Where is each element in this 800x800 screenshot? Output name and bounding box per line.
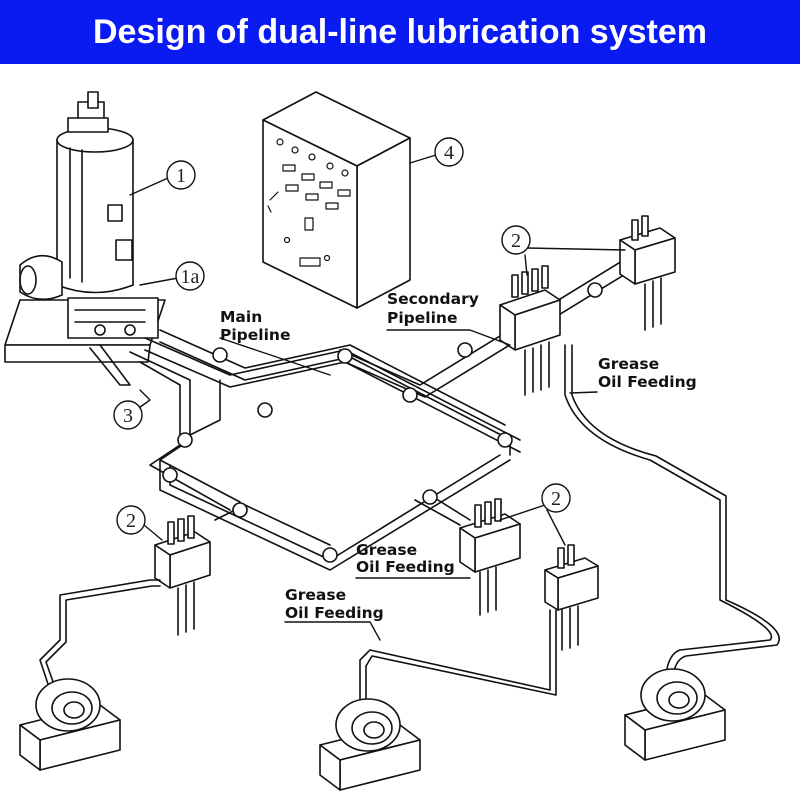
grease-lines [39, 344, 780, 701]
svg-text:Secondary: Secondary [387, 290, 479, 308]
control-cabinet [262, 91, 411, 309]
callout-circle-2-right [541, 483, 571, 513]
main-pipeline [129, 249, 646, 571]
callout-leaders [113, 137, 626, 641]
distributor-bottom-right [544, 544, 599, 651]
label-grease-feeding-left: Grease Oil Feeding [285, 586, 384, 622]
svg-text:Pipeline: Pipeline [220, 326, 290, 344]
callout-4: 4 [444, 142, 454, 164]
svg-text:Grease: Grease [285, 586, 346, 604]
bearing-right [624, 668, 726, 761]
diagram-title: Design of dual-line lubrication system [93, 12, 707, 51]
distributor-top-right-b [619, 215, 676, 331]
callout-circle-2-top [501, 225, 531, 255]
callout-2-left: 2 [126, 510, 136, 532]
distributor-bottom-middle [459, 498, 521, 616]
cabinet-indicators [267, 138, 351, 267]
svg-text:Grease: Grease [598, 355, 659, 373]
callout-circle-1a [175, 261, 205, 291]
callout-circle-4 [434, 137, 464, 167]
label-grease-feeding-middle: Grease Oil Feeding [356, 541, 455, 576]
callout-circle-1 [166, 160, 196, 190]
callout-1: 1 [176, 165, 186, 187]
svg-text:Pipeline: Pipeline [387, 309, 457, 327]
svg-text:Oil Feeding: Oil Feeding [356, 558, 455, 576]
callout-2-right: 2 [551, 488, 561, 510]
label-grease-feeding-right: Grease Oil Feeding [598, 355, 697, 391]
pump-unit [4, 91, 166, 386]
label-secondary-pipeline: Secondary Pipeline [387, 290, 479, 327]
callout-3: 3 [123, 405, 133, 427]
callout-2-top: 2 [511, 230, 521, 252]
distributor-bottom-left [154, 515, 211, 636]
svg-text:Main: Main [220, 308, 262, 326]
callout-circle-3 [113, 400, 143, 430]
callout-circle-2-left [116, 505, 146, 535]
callout-1a: 1a [181, 266, 200, 288]
svg-text:Grease: Grease [356, 541, 417, 559]
svg-text:Oil Feeding: Oil Feeding [285, 604, 384, 622]
title-bar: Design of dual-line lubrication system [0, 0, 800, 64]
distributor-top-right-a [499, 265, 561, 396]
label-main-pipeline: Main Pipeline [220, 308, 290, 344]
bearing-left [19, 678, 121, 771]
svg-text:Oil Feeding: Oil Feeding [598, 373, 697, 391]
bearing-middle [319, 698, 421, 791]
